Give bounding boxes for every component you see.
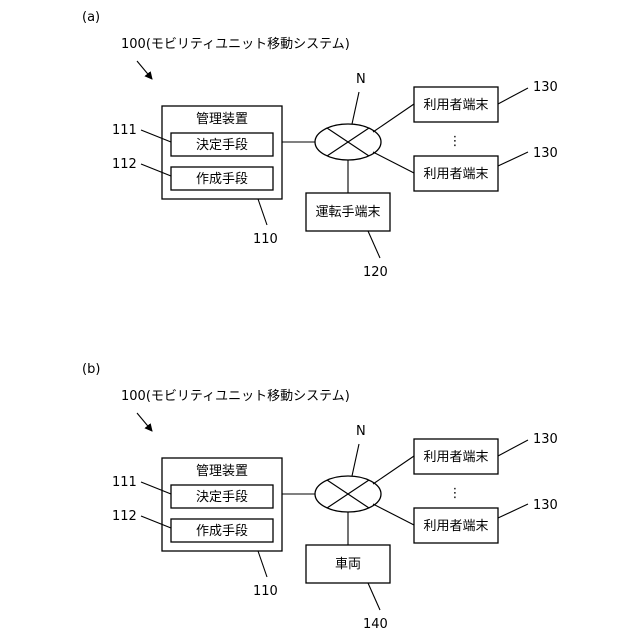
creation-label-a: 作成手段	[196, 172, 248, 187]
management-leader-a	[258, 199, 267, 225]
link-network-terminal-top-a	[373, 104, 414, 132]
creation-label-b: 作成手段	[196, 524, 248, 539]
terminal-top-label-b: 利用者端末	[423, 450, 488, 465]
panel-b-label: (b)	[82, 362, 100, 377]
lower-device-label-a: 運転手端末	[315, 205, 380, 220]
decision-ref-a: 111	[112, 123, 137, 138]
terminal-ellipsis-b: ⋮	[449, 486, 462, 501]
panel-b: (b) 100(モビリティユニット移動システム) 管理装置 決定手段 作成手段 …	[82, 362, 558, 632]
terminal-top-label-a: 利用者端末	[423, 98, 488, 113]
network-label-a: N	[356, 72, 366, 87]
network-label-b: N	[356, 424, 366, 439]
link-network-terminal-top-b	[373, 456, 414, 484]
link-network-terminal-bottom-b	[373, 504, 414, 525]
terminal-bottom-ref-a: 130	[533, 146, 558, 161]
terminal-top-leader-b	[498, 440, 528, 456]
system-label-a: 100(モビリティユニット移動システム)	[121, 37, 350, 52]
lower-device-leader-b	[368, 583, 380, 610]
management-title-a: 管理装置	[196, 112, 248, 127]
lower-device-leader-a	[368, 231, 380, 258]
management-ref-b: 110	[253, 584, 278, 599]
terminal-bottom-leader-b	[498, 504, 528, 518]
decision-ref-b: 111	[112, 475, 137, 490]
terminal-top-ref-b: 130	[533, 432, 558, 447]
terminal-bottom-label-b: 利用者端末	[423, 519, 488, 534]
terminal-ellipsis-a: ⋮	[449, 134, 462, 149]
terminal-top-ref-a: 130	[533, 80, 558, 95]
system-arrow-b	[137, 413, 152, 431]
terminal-bottom-label-a: 利用者端末	[423, 167, 488, 182]
link-network-terminal-bottom-a	[373, 152, 414, 173]
system-label-b: 100(モビリティユニット移動システム)	[121, 389, 350, 404]
lower-device-ref-b: 140	[363, 617, 388, 632]
panel-a: (a) 100(モビリティユニット移動システム) 管理装置 決定手段 作成手段 …	[82, 10, 558, 280]
lower-device-label-b: 車両	[335, 557, 361, 572]
creation-ref-b: 112	[112, 509, 137, 524]
terminal-bottom-ref-b: 130	[533, 498, 558, 513]
management-leader-b	[258, 551, 267, 577]
terminal-bottom-leader-a	[498, 152, 528, 166]
decision-label-b: 決定手段	[196, 490, 248, 505]
management-ref-a: 110	[253, 232, 278, 247]
network-leader-b	[352, 444, 359, 476]
terminal-top-leader-a	[498, 88, 528, 104]
lower-device-ref-a: 120	[363, 265, 388, 280]
system-arrow-a	[137, 61, 152, 79]
panel-a-label: (a)	[82, 10, 100, 25]
network-leader-a	[352, 92, 359, 124]
management-title-b: 管理装置	[196, 464, 248, 479]
decision-label-a: 決定手段	[196, 138, 248, 153]
creation-ref-a: 112	[112, 157, 137, 172]
